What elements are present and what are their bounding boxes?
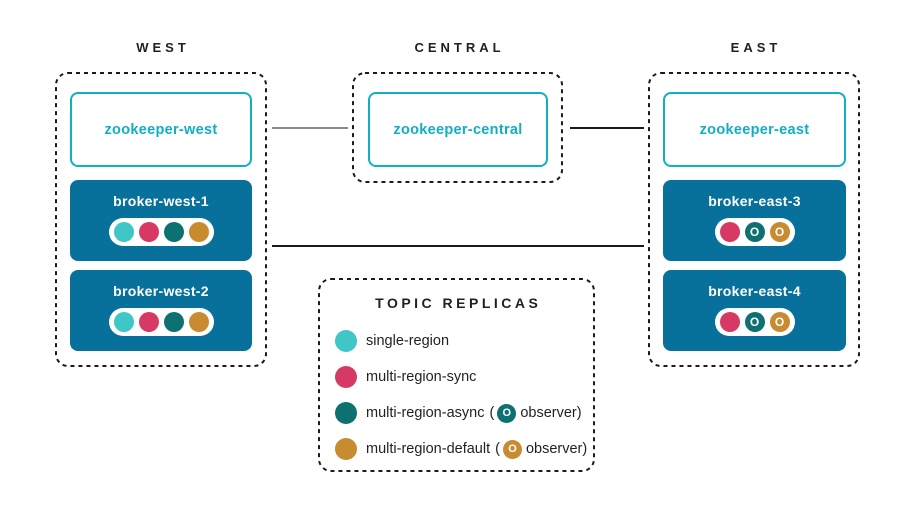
replica-dot	[113, 312, 134, 332]
replica-pill: O O	[714, 218, 795, 246]
broker-east-4-node: broker-east-4 O O	[663, 270, 846, 351]
zookeeper-west-node: zookeeper-west	[70, 92, 252, 167]
replica-dot	[719, 222, 740, 242]
zookeeper-east-node: zookeeper-east	[663, 92, 846, 167]
legend-paren-open: (	[489, 405, 495, 421]
legend-item-multi-region-sync: multi-region-sync	[318, 359, 595, 395]
replica-observer-dot: O	[744, 312, 765, 332]
zookeeper-central-label: zookeeper-central	[393, 121, 523, 138]
broker-west-2-node: broker-west-2	[70, 270, 252, 351]
broker-east-3-node: broker-east-3 O O	[663, 180, 846, 261]
legend-observer-dot: O	[502, 439, 522, 459]
replica-observer-dot: O	[769, 312, 790, 332]
replica-dot	[163, 312, 184, 332]
replica-observer-dot: O	[744, 222, 765, 242]
zookeeper-east-label: zookeeper-east	[699, 121, 810, 138]
legend-item-multi-region-default: multi-region-default ( O observer)	[318, 431, 595, 467]
replica-pill	[108, 308, 214, 336]
replica-observer-dot: O	[769, 222, 790, 242]
replica-dot	[163, 222, 184, 242]
replica-dot	[113, 222, 134, 242]
legend-title: TOPIC REPLICAS	[375, 295, 542, 311]
region-label-west: WEST	[136, 40, 190, 55]
legend-item-single-region: single-region	[318, 323, 595, 359]
replica-dot	[138, 222, 159, 242]
legend: TOPIC REPLICAS single-region multi-regio…	[318, 278, 595, 472]
legend-item-label: multi-region-async	[366, 405, 485, 421]
region-label-central: CENTRAL	[414, 40, 505, 55]
broker-west-1-node: broker-west-1	[70, 180, 252, 261]
legend-item-label: multi-region-default	[366, 441, 491, 457]
replica-dot	[188, 312, 209, 332]
legend-items: single-region multi-region-sync multi-re…	[318, 323, 595, 467]
legend-paren-close: observer)	[525, 441, 588, 457]
legend-swatch	[335, 438, 357, 460]
replica-pill	[108, 218, 214, 246]
broker-west-1-label: broker-west-1	[113, 193, 209, 209]
legend-observer-dot: O	[497, 403, 517, 423]
legend-item-label: multi-region-sync	[366, 369, 477, 385]
zookeeper-west-label: zookeeper-west	[104, 121, 218, 138]
zookeeper-central-node: zookeeper-central	[368, 92, 548, 167]
legend-item-multi-region-async: multi-region-async ( O observer)	[318, 395, 595, 431]
broker-east-4-label: broker-east-4	[708, 283, 801, 299]
replica-dot	[138, 312, 159, 332]
replica-dot	[719, 312, 740, 332]
replica-pill: O O	[714, 308, 795, 336]
legend-swatch	[335, 330, 357, 352]
legend-paren-close: observer)	[520, 405, 582, 421]
legend-paren-open: (	[495, 441, 500, 457]
region-label-east: EAST	[730, 40, 782, 55]
legend-item-label: single-region	[366, 333, 450, 349]
broker-west-2-label: broker-west-2	[113, 283, 209, 299]
legend-swatch	[335, 402, 357, 424]
broker-east-3-label: broker-east-3	[708, 193, 801, 209]
legend-swatch	[335, 366, 357, 388]
replica-dot	[188, 222, 209, 242]
